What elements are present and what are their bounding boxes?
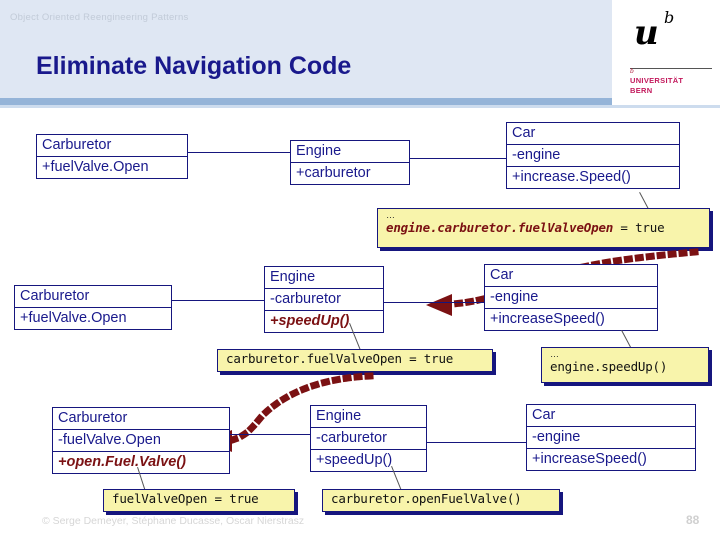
uml-class-name: Car [527, 405, 695, 427]
callout-r3-left: fuelValveOpen = true [103, 489, 295, 512]
uml-class-name: Engine [311, 406, 426, 428]
callout-code-tail: carburetor.openFuelValve() [331, 491, 522, 506]
callout-code: carburetor.fuelValveOpen = true [226, 351, 484, 367]
callout-code: carburetor.openFuelValve() [331, 491, 551, 507]
logo-divider [630, 68, 712, 69]
uml-class-r2-car[interactable]: Car -engine +increaseSpeed() [484, 264, 658, 331]
uml-class-name: Car [485, 265, 657, 287]
logo-letter-u: u [634, 13, 659, 53]
uml-operation: +speedUp() [316, 452, 393, 468]
logo-small-b: b [630, 68, 634, 75]
logo-wordmark-line2: BERN [630, 86, 653, 95]
callout-code: engine.carburetor.fuelValveOpen = true [386, 220, 701, 236]
uml-attribute: +carburetor [296, 165, 371, 181]
uml-operation: +increase.Speed() [512, 169, 631, 185]
uml-attribute: -fuelValve.Open [53, 430, 229, 452]
header-background [0, 0, 612, 98]
callout-r3-right: carburetor.openFuelValve() [322, 489, 560, 512]
callout-code-tail: engine.speedUp() [550, 359, 668, 374]
uml-attribute: -carburetor [311, 428, 426, 450]
callout-r2-left: carburetor.fuelValveOpen = true [217, 349, 493, 372]
callout-code-tail: = true [613, 220, 665, 235]
uml-class-name: Carburetor [37, 135, 187, 157]
uml-class-name: Carburetor [53, 408, 229, 430]
callout-r1-navigation-code: … engine.carburetor.fuelValveOpen = true [377, 208, 710, 248]
uml-class-r1-carburetor[interactable]: Carburetor +fuelValve.Open [36, 134, 188, 179]
uml-class-name: Car [507, 123, 679, 145]
university-bern-logo: u b b UNIVERSITÄT BERN [612, 0, 720, 105]
callout-code-tail: carburetor.fuelValveOpen = true [226, 351, 454, 366]
uml-attribute: +fuelValve.Open [20, 310, 127, 326]
uml-attribute: -engine [507, 145, 679, 167]
page-number: 88 [686, 513, 700, 527]
uml-operation: +increaseSpeed() [490, 311, 605, 327]
uml-operation-highlighted: +open.Fuel.Valve() [58, 454, 186, 470]
connector-r3-carb-engine [230, 434, 310, 435]
callout-ellipsis: … [550, 349, 559, 359]
header-divider-rule-fade [0, 105, 720, 108]
uml-attribute: +fuelValve.Open [42, 159, 149, 175]
header-divider-rule [0, 98, 720, 105]
uml-operation-highlighted: +speedUp() [270, 313, 350, 329]
uml-operation: +increaseSpeed() [532, 451, 647, 467]
uml-attribute: -engine [527, 427, 695, 449]
book-series-kicker: Object Oriented Reengineering Patterns [10, 12, 189, 23]
logo-wordmark: UNIVERSITÄT BERN [630, 76, 683, 96]
uml-class-r3-carburetor[interactable]: Carburetor -fuelValve.Open +open.Fuel.Va… [52, 407, 230, 474]
callout-code-path: engine.carburetor.fuelValveOpen [386, 220, 614, 235]
uml-class-r3-engine[interactable]: Engine -carburetor +speedUp() [310, 405, 427, 472]
uml-class-name: Engine [291, 141, 409, 163]
connector-r2-carb-engine [172, 300, 264, 301]
uml-class-r3-car[interactable]: Car -engine +increaseSpeed() [526, 404, 696, 471]
logo-letter-b: b [664, 8, 675, 27]
uml-attribute: -engine [485, 287, 657, 309]
footer-copyright: © Serge Demeyer, Stéphane Ducasse, Oscar… [42, 515, 305, 527]
uml-attribute: -carburetor [265, 289, 383, 311]
uml-class-r1-engine[interactable]: Engine +carburetor [290, 140, 410, 185]
callout-code: engine.speedUp() [550, 359, 700, 375]
connector-r1-carb-engine [188, 152, 290, 153]
connector-r3-engine-car [427, 442, 526, 443]
uml-class-r2-engine[interactable]: Engine -carburetor +speedUp() [264, 266, 384, 333]
uml-class-name: Engine [265, 267, 383, 289]
page-title: Eliminate Navigation Code [36, 52, 352, 80]
uml-class-r1-car[interactable]: Car -engine +increase.Speed() [506, 122, 680, 189]
callout-r2-right: … engine.speedUp() [541, 347, 709, 383]
connector-r2-engine-car [384, 302, 484, 303]
callout-code-tail: fuelValveOpen = true [112, 491, 259, 506]
uml-class-r2-carburetor[interactable]: Carburetor +fuelValve.Open [14, 285, 172, 330]
connector-r1-engine-car [410, 158, 506, 159]
logo-wordmark-line1: UNIVERSITÄT [630, 76, 684, 85]
callout-code: fuelValveOpen = true [112, 491, 286, 507]
uml-class-name: Carburetor [15, 286, 171, 308]
callout-ellipsis: … [386, 210, 395, 220]
